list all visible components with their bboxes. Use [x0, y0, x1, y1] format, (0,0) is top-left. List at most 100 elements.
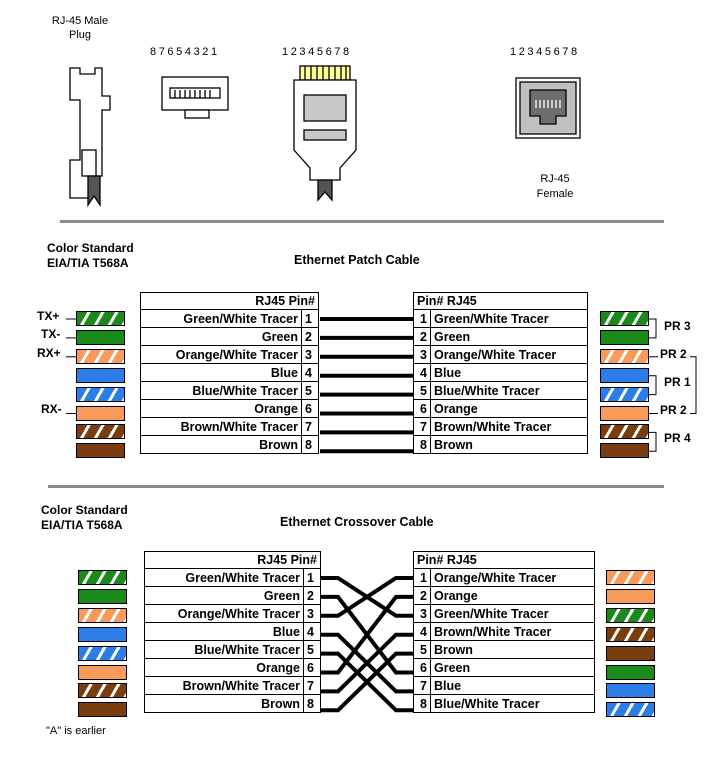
wire-color-swatch — [78, 683, 127, 699]
wire-color: Green — [140, 327, 302, 346]
patch-standard-line1: Color Standard — [47, 241, 134, 255]
wire-color: Orange/White Tracer — [430, 568, 595, 587]
wire-color: Brown — [430, 435, 588, 454]
pair-bracket-pr1 — [649, 375, 657, 396]
pin-number: 4 — [303, 622, 321, 641]
wire-color-swatch — [78, 626, 127, 642]
wire-color-swatch — [606, 702, 655, 718]
wire-color-swatch — [78, 588, 127, 604]
wire-color-swatch — [76, 405, 125, 421]
patch-standard-label: Color Standard EIA/TIA T568A — [47, 241, 134, 271]
signal-label-rx-plus: RX+ — [37, 346, 61, 360]
wire-color-swatch — [76, 424, 125, 440]
wire-color: Blue/White Tracer — [430, 381, 588, 400]
plug-back-view-icon — [161, 76, 229, 119]
wire-color-swatch — [600, 424, 649, 440]
wire-color-swatch — [76, 311, 125, 326]
wire-color-swatch — [606, 607, 655, 623]
wire-color-swatch — [600, 348, 649, 364]
pin-number: 8 — [413, 694, 431, 713]
wire-color-swatch — [606, 664, 655, 680]
wire-color: Orange/White Tracer — [140, 345, 302, 364]
crossover-wire — [321, 632, 413, 694]
wire-color-swatch — [78, 607, 127, 623]
patch-standard-line2: EIA/TIA T568A — [47, 256, 129, 270]
pin-number: 6 — [301, 399, 319, 418]
pair-label-pr2-top: PR 2 — [660, 347, 687, 361]
wire-color-swatch — [606, 645, 655, 661]
pair-label-pr4: PR 4 — [664, 431, 691, 445]
wire-color-swatch — [78, 645, 127, 661]
pair-bracket-pr3 — [649, 318, 657, 339]
wire-color-swatch — [606, 570, 655, 585]
wire-color-swatch — [78, 664, 127, 680]
wire-color: Blue/White Tracer — [144, 640, 304, 659]
wire-color-swatch — [78, 570, 127, 585]
wire-color-swatch — [600, 329, 649, 345]
pin-number: 8 — [301, 435, 319, 454]
wire-color: Blue — [144, 622, 304, 641]
wire-color: Blue/White Tracer — [430, 694, 595, 713]
pair-label-pr2-bottom: PR 2 — [660, 403, 687, 417]
wire-color: Brown — [144, 694, 304, 713]
wire-color-swatch — [606, 683, 655, 699]
crossover-standard-label: Color Standard EIA/TIA T568A — [41, 503, 128, 533]
pair-bracket-pr2 — [690, 356, 697, 414]
crossover-wire — [321, 594, 413, 675]
wire-color-swatch — [600, 405, 649, 421]
crossover-standard-line2: EIA/TIA T568A — [41, 518, 123, 532]
pin-number: 7 — [301, 417, 319, 436]
section-divider-top — [60, 220, 664, 223]
male-plug-label: RJ-45 Male Plug — [51, 15, 109, 41]
crossover-wire — [321, 651, 413, 713]
section-divider-middle — [48, 485, 664, 488]
wire-color: Brown/White Tracer — [430, 417, 588, 436]
wire-color-swatch — [600, 311, 649, 326]
wire-color-swatch — [606, 626, 655, 642]
wire-color: Orange — [140, 399, 302, 418]
back-pin-numbers: 87654321 — [150, 46, 220, 58]
pair-label-pr1: PR 1 — [664, 375, 691, 389]
wire-color: Brown/White Tracer — [144, 676, 304, 695]
patch-cable-title: Ethernet Patch Cable — [294, 253, 420, 267]
wire-color: Brown — [140, 435, 302, 454]
wire-color: Blue — [430, 676, 595, 695]
wire-color-swatch — [76, 329, 125, 345]
wire-color-swatch — [76, 367, 125, 383]
crossover-cable-title: Ethernet Crossover Cable — [280, 515, 434, 529]
front-pin-numbers: 12345678 — [282, 46, 352, 58]
wire-color-swatch — [600, 443, 649, 459]
female-pin-numbers: 12345678 — [510, 46, 580, 58]
signal-label-tx-minus: TX- — [41, 327, 61, 341]
plug-front-view-icon — [293, 65, 357, 202]
female-jack-icon — [515, 77, 581, 139]
pin-number: 8 — [303, 694, 321, 713]
pair-bracket-pr4 — [649, 431, 657, 452]
wire-color: Orange/White Tracer — [144, 604, 304, 623]
wire-color: Blue/White Tracer — [140, 381, 302, 400]
pair-label-pr3: PR 3 — [664, 319, 691, 333]
wire-color: Orange/White Tracer — [430, 345, 588, 364]
